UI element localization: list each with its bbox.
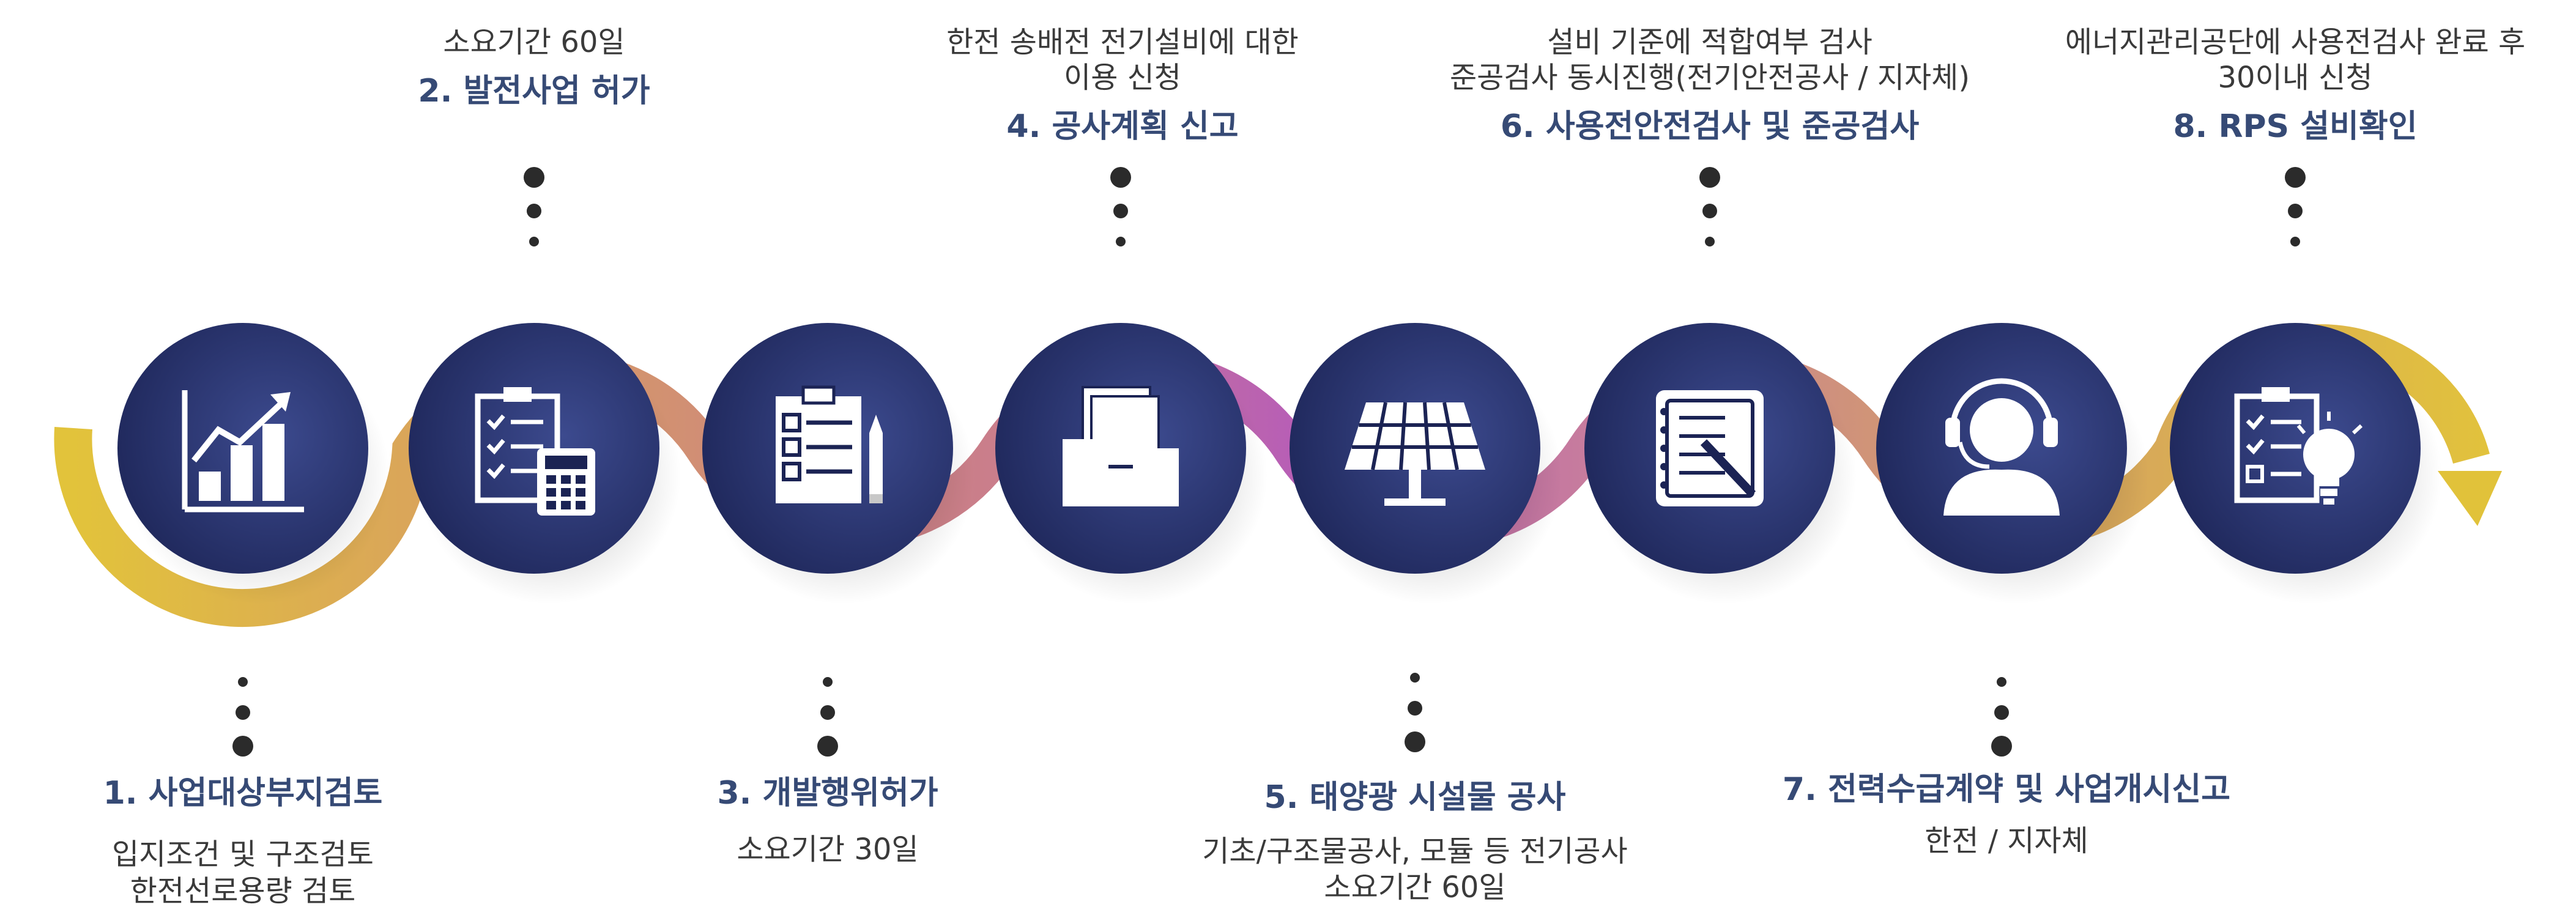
step-7-desc-line1: 한전 / 지자체 bbox=[1925, 824, 2088, 858]
step-7-connector-dots bbox=[1991, 677, 2012, 757]
notepad-pen-icon bbox=[1656, 390, 1764, 506]
step-8-desc-line2: 30이내 신청 bbox=[2218, 61, 2373, 95]
document-folder-icon bbox=[1063, 386, 1179, 506]
step-2-desc-line1: 소요기간 60일 bbox=[443, 25, 625, 59]
step-5-desc-line2: 소요기간 60일 bbox=[1324, 870, 1506, 905]
step-7-title: 7. 전력수급계약 및 사업개시신고 bbox=[1782, 771, 2231, 808]
headset-operator-icon bbox=[1943, 378, 2060, 516]
step-1-node bbox=[117, 323, 390, 604]
step-5-desc-line1: 기초/구조물공사, 모듈 등 전기공사 bbox=[1202, 834, 1628, 868]
ribbon-arrowhead bbox=[2438, 471, 2502, 526]
step-2-title: 2. 발전사업 허가 bbox=[418, 73, 650, 109]
checklist-calculator-icon bbox=[475, 387, 595, 516]
step-8-connector-dots bbox=[2285, 167, 2306, 246]
step-8-title: 8. RPS 설비확인 bbox=[2173, 108, 2418, 145]
step-1-desc-line1: 입지조건 및 구조검토 bbox=[112, 837, 374, 872]
step-6-node bbox=[1584, 323, 1857, 604]
step-6-title: 6. 사용전안전검사 및 준공검사 bbox=[1500, 108, 1920, 145]
step-6-desc-line1: 설비 기준에 적합여부 검사 bbox=[1547, 25, 1873, 59]
step-2-connector-dots bbox=[524, 167, 544, 246]
step-6-desc-line2: 준공검사 동시진행(전기안전공사 / 지자체) bbox=[1449, 61, 1970, 95]
step-6-connector-dots bbox=[1699, 167, 1720, 246]
step-4-desc-line2: 이용 신청 bbox=[1064, 61, 1181, 95]
step-7-node bbox=[1876, 323, 2148, 604]
step-3-title: 3. 개발행위허가 bbox=[717, 775, 938, 812]
step-3-connector-dots bbox=[817, 677, 838, 757]
clipboard-pencil-icon bbox=[776, 385, 883, 503]
step-8-node bbox=[2170, 323, 2442, 604]
step-5-connector-dots bbox=[1405, 673, 1425, 752]
step-5-title: 5. 태양광 시설물 공사 bbox=[1264, 779, 1566, 816]
step-8-desc-line1: 에너지관리공단에 사용전검사 완료 후 bbox=[2065, 25, 2526, 59]
step-4-node bbox=[995, 323, 1268, 604]
step-4-desc-line1: 한전 송배전 전기설비에 대한 bbox=[946, 25, 1299, 59]
step-1-connector-dots bbox=[232, 677, 253, 757]
step-2-node bbox=[409, 323, 681, 604]
step-3-desc-line1: 소요기간 30일 bbox=[737, 832, 919, 867]
step-4-title: 4. 공사계획 신고 bbox=[1006, 108, 1239, 145]
step-4-connector-dots bbox=[1110, 167, 1131, 246]
step-1-title: 1. 사업대상부지검토 bbox=[103, 775, 383, 812]
growth-chart-icon bbox=[182, 390, 304, 513]
step-5-node bbox=[1290, 323, 1562, 604]
step-1-desc-line2: 한전선로용량 검토 bbox=[130, 874, 356, 908]
solar-panel-icon bbox=[1345, 402, 1485, 506]
step-3-node bbox=[702, 323, 974, 604]
checklist-lightbulb-icon bbox=[2234, 387, 2363, 505]
